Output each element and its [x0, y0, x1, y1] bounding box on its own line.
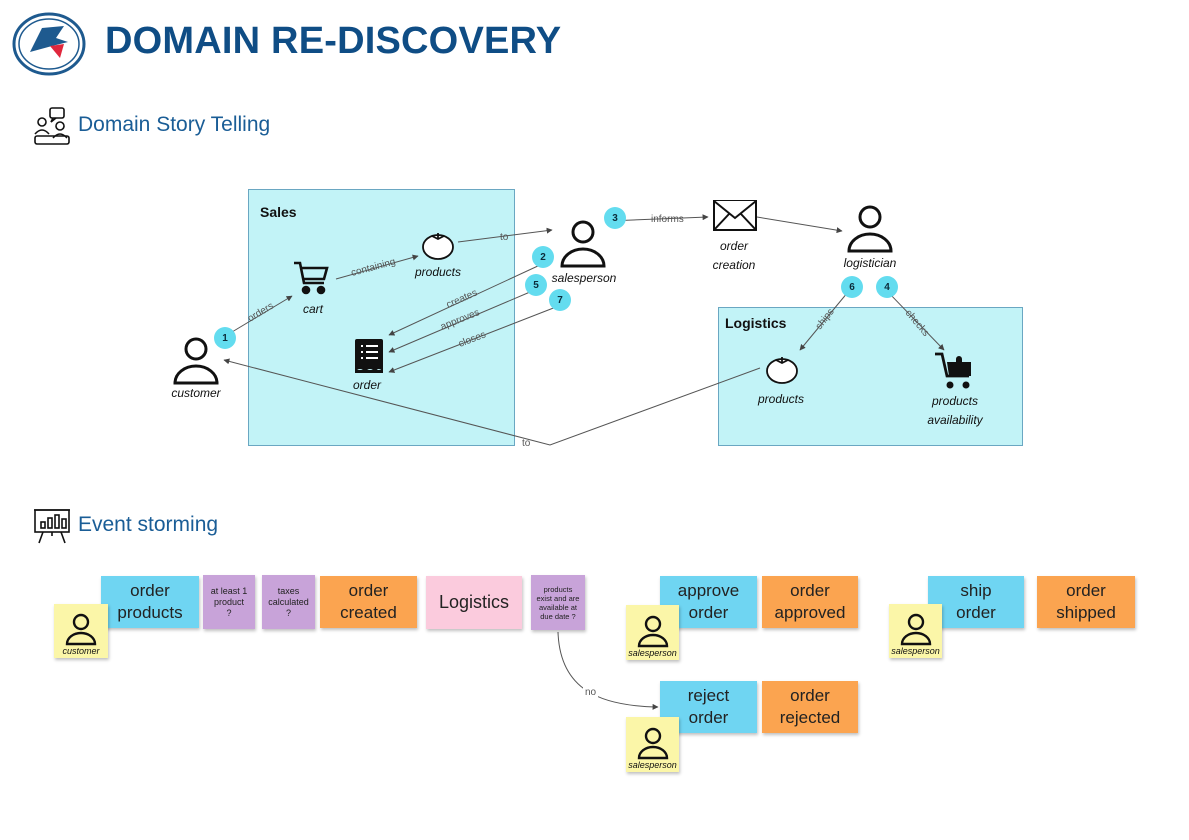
tomato-icon	[420, 229, 456, 261]
actor-label-salesperson-3: salesperson	[628, 760, 677, 770]
company-logo	[12, 12, 86, 76]
step-badge-3: 3	[604, 207, 626, 229]
edge-orders	[231, 295, 293, 333]
actor-sticky-salesperson-3: salesperson	[626, 717, 679, 772]
edge-to-salesperson	[457, 227, 553, 243]
actor-label-salesperson-2: salesperson	[891, 646, 940, 656]
order-document-icon	[352, 337, 386, 375]
page-title: DOMAIN RE-DISCOVERY	[105, 20, 562, 62]
person-icon	[637, 615, 668, 648]
event-order-approved: order approved	[762, 576, 858, 628]
edge-containing	[335, 254, 419, 280]
edge-to-logistician	[756, 216, 843, 234]
actor-sticky-customer: customer	[54, 604, 108, 658]
node-label-logistician: logistician	[843, 256, 897, 270]
cart-icon	[292, 259, 330, 297]
policy-products-exist: products exist and are available at due …	[531, 575, 585, 630]
edge-ships	[799, 291, 849, 351]
node-label-availability-2: availability	[927, 413, 983, 427]
edge-closes	[388, 306, 557, 373]
context-sticky-logistics: Logistics	[426, 576, 522, 629]
event-order-shipped: order shipped	[1037, 576, 1135, 628]
node-label-order-creation-2: creation	[712, 258, 756, 272]
node-label-availability-1: products	[931, 394, 979, 408]
step-badge-6: 6	[841, 276, 863, 298]
actor-label-customer: customer	[62, 646, 100, 656]
salesperson-actor-icon	[557, 219, 609, 269]
step-badge-1: 1	[214, 327, 236, 349]
command-reject-order: reject order	[660, 681, 757, 733]
node-label-order: order	[352, 378, 381, 392]
storytelling-icon	[32, 106, 72, 146]
section-title-storytelling: Domain Story Telling	[78, 113, 271, 136]
edge-approves	[388, 291, 531, 353]
context-label-logistics: Logistics	[725, 315, 787, 331]
policy-taxes-calculated: taxes calculated ?	[262, 575, 315, 629]
context-label-sales: Sales	[260, 204, 297, 220]
branch-label-no: no	[583, 687, 599, 698]
person-icon	[900, 613, 931, 646]
policy-at-least-one-product: at least 1 product ?	[203, 575, 255, 629]
envelope-icon	[712, 199, 758, 233]
section-title-event-storming: Event storming	[78, 513, 219, 536]
command-ship-order: ship order	[928, 576, 1024, 628]
presentation-board-icon	[33, 507, 71, 545]
step-badge-4: 4	[876, 276, 898, 298]
actor-sticky-salesperson-2: salesperson	[889, 604, 942, 658]
edge-checks	[887, 291, 945, 351]
event-order-created: order created	[320, 576, 417, 628]
actor-label-salesperson-1: salesperson	[628, 648, 677, 658]
node-label-order-creation-1: order	[719, 239, 748, 253]
tomato-icon-logistics	[764, 353, 800, 385]
customer-actor-icon	[170, 336, 222, 386]
person-icon	[65, 613, 97, 646]
actor-sticky-salesperson-1: salesperson	[626, 605, 679, 660]
step-badge-5: 5	[525, 274, 547, 296]
edge-label-to1: to	[500, 232, 509, 243]
node-label-customer: customer	[171, 386, 221, 400]
event-order-rejected: order rejected	[762, 681, 858, 733]
edge-to-customer	[223, 358, 761, 446]
node-label-salesperson: salesperson	[551, 271, 617, 285]
logistician-actor-icon	[844, 204, 896, 254]
node-label-cart: cart	[302, 302, 323, 316]
edge-label-to2: to	[522, 438, 531, 449]
node-label-products-logistics: products	[757, 392, 805, 406]
cart-availability-icon	[933, 350, 979, 392]
step-badge-7: 7	[549, 289, 571, 311]
person-icon	[637, 727, 668, 760]
step-badge-2: 2	[532, 246, 554, 268]
edge-creates	[388, 264, 541, 336]
node-label-products-sales: products	[414, 265, 462, 279]
context-box-sales	[248, 189, 515, 446]
edge-label-informs: informs	[651, 214, 684, 225]
command-order-products: order products	[101, 576, 199, 628]
